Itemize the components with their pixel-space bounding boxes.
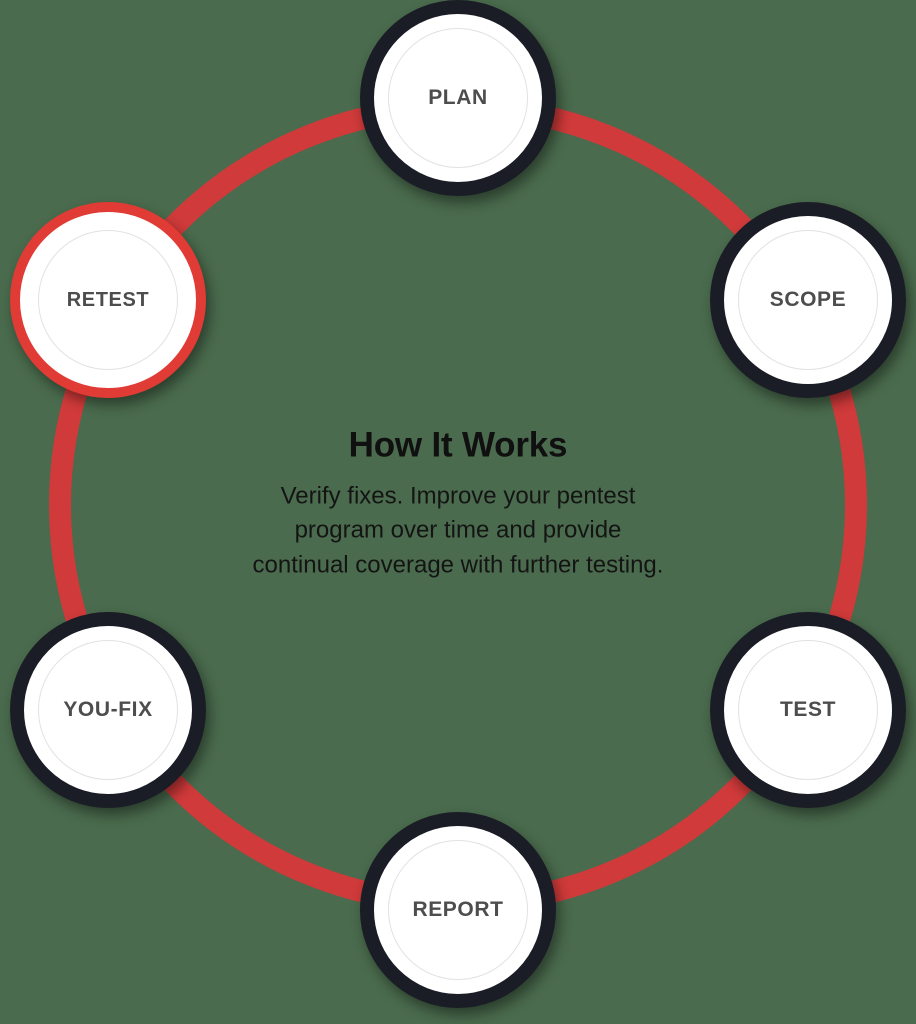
cycle-node-label: RETEST <box>66 288 150 311</box>
cycle-node-label: PLAN <box>428 86 488 109</box>
cycle-node-plan[interactable]: PLAN <box>360 0 556 196</box>
cycle-node-label: YOU-FIX <box>63 698 153 721</box>
cycle-ring-arc <box>49 96 867 914</box>
cycle-node-scope[interactable]: SCOPE <box>710 202 906 398</box>
cycle-node-you-fix[interactable]: YOU-FIX <box>10 612 206 808</box>
cycle-node-label: REPORT <box>412 898 504 921</box>
cycle-node-label: TEST <box>779 698 837 721</box>
cycle-node-label: SCOPE <box>769 288 847 311</box>
cycle-node-test[interactable]: TEST <box>710 612 906 808</box>
cycle-node-retest-active[interactable]: RETEST <box>10 202 206 398</box>
cycle-node-report[interactable]: REPORT <box>360 812 556 1008</box>
